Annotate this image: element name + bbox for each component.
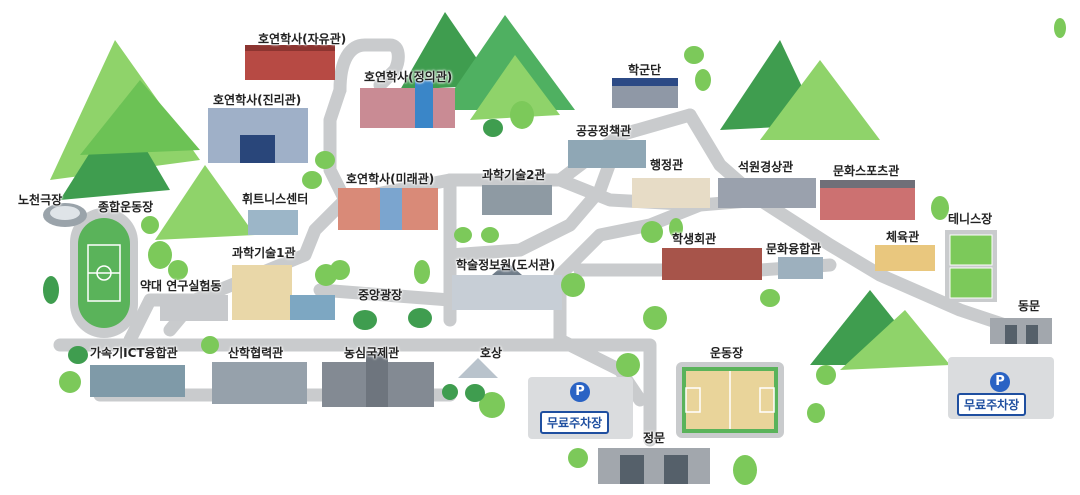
building-science2 (482, 185, 552, 215)
label-hakgundan[interactable]: 학군단 (628, 63, 662, 77)
gate-main (598, 448, 710, 484)
label-fitness[interactable]: 휘트니스센터 (242, 192, 309, 206)
pavilion (458, 358, 498, 378)
mountain-shape (840, 310, 950, 370)
label-nongsim[interactable]: 농심국제관 (344, 346, 400, 360)
building-gonggong (568, 140, 646, 168)
building-munhwa-yunghap (778, 257, 823, 279)
label-science1[interactable]: 과학기술1관 (232, 246, 296, 260)
label-hoyeon-jayu[interactable]: 호연학사(자유관) (258, 32, 347, 46)
building-seokwon (718, 178, 816, 208)
buildings (90, 45, 1052, 484)
road (53, 338, 657, 447)
road (443, 128, 627, 262)
building-haengjeong (632, 178, 710, 208)
building-hoyeon-jeongui (360, 88, 455, 128)
label-nocheon[interactable]: 노천극장 (18, 193, 63, 207)
building-gymnasium (875, 245, 935, 271)
building-accelerator (90, 365, 185, 397)
label-hoyeon-jilli[interactable]: 호연학사(진리관) (213, 93, 302, 107)
road (333, 38, 405, 97)
label-plaza[interactable]: 중앙광장 (358, 288, 403, 302)
building-library (452, 275, 562, 310)
label-industry[interactable]: 산학협력관 (228, 346, 284, 360)
tennis-court (945, 230, 997, 302)
building-pharmacy (160, 295, 228, 321)
label-pharmacy[interactable]: 약대 연구실험동 (140, 279, 222, 293)
amphitheater (43, 203, 87, 227)
label-hoyeon-jeongui[interactable]: 호연학사(정의관) (364, 70, 453, 84)
mountain-shape (760, 60, 880, 140)
label-seokwon[interactable]: 석원경상관 (738, 160, 794, 174)
parking-label-east[interactable]: 무료주차장 (957, 393, 1027, 416)
label-munhwa-sports[interactable]: 문화스포츠관 (833, 164, 900, 178)
parking-label-center[interactable]: 무료주차장 (540, 411, 610, 434)
label-gymnasium[interactable]: 체육관 (886, 230, 920, 244)
label-tennis[interactable]: 테니스장 (948, 212, 993, 226)
building-industry (212, 362, 307, 404)
building-science1 (232, 265, 292, 320)
label-student[interactable]: 학생회관 (672, 232, 717, 246)
label-playground[interactable]: 운동장 (710, 346, 744, 360)
label-library[interactable]: 학술정보원(도서관) (456, 258, 556, 272)
label-east-gate[interactable]: 동문 (1018, 299, 1041, 313)
label-gonggong[interactable]: 공공정책관 (576, 124, 632, 138)
gate-east (990, 318, 1052, 344)
road (683, 108, 1027, 337)
sports-field (676, 362, 784, 438)
label-science2[interactable]: 과학기술2관 (482, 168, 546, 182)
label-hoyeon-mirae[interactable]: 호연학사(미래관) (346, 172, 435, 186)
label-stadium[interactable]: 종합운동장 (98, 200, 154, 214)
parking-icon[interactable]: P (570, 382, 590, 402)
road (313, 283, 457, 307)
mountains (50, 12, 950, 370)
building-student (662, 248, 762, 280)
label-hosang[interactable]: 호상 (480, 346, 503, 360)
label-main-gate[interactable]: 정문 (643, 431, 666, 445)
parking-icon[interactable]: P (990, 372, 1010, 392)
mountain-shape (470, 55, 560, 120)
mountain-shape (155, 165, 255, 240)
label-haengjeong[interactable]: 행정관 (650, 158, 684, 172)
label-munhwa-yunghap[interactable]: 문화융합관 (766, 242, 822, 256)
stadium-field (70, 208, 138, 338)
road (163, 83, 352, 337)
building-fitness (248, 210, 298, 235)
trees (43, 18, 1066, 485)
label-accelerator[interactable]: 가속기ICT융합관 (90, 346, 178, 360)
mountain-shape (440, 15, 575, 110)
mountain-shape (80, 80, 200, 155)
